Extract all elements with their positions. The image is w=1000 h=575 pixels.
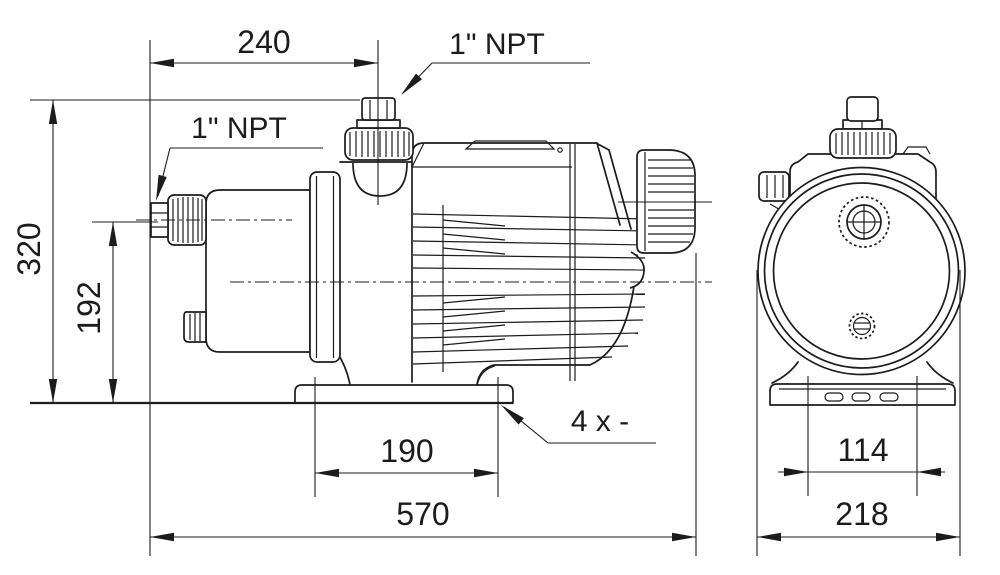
dim-218: 218 (756, 270, 961, 556)
arrowhead (156, 174, 167, 201)
arrowhead (672, 532, 696, 542)
arrowhead (108, 222, 118, 246)
arrowhead (401, 73, 422, 95)
top-port-union-nut (344, 127, 414, 161)
arrowhead (501, 405, 524, 425)
label-mounting-holes: 4 x - (501, 405, 656, 444)
base-foot (294, 384, 514, 404)
label-inlet-port-npt: 1" NPT (156, 112, 323, 201)
arrowhead (474, 468, 498, 478)
arrowhead (354, 58, 378, 68)
foot-slot (879, 392, 899, 402)
side-knob (758, 171, 790, 202)
priming-cap (838, 196, 890, 248)
clamp-ring (309, 171, 341, 363)
arrowhead (917, 467, 941, 477)
top-port-nut-knurls (349, 131, 410, 157)
dim-114: 114 (778, 376, 945, 496)
arrowhead (784, 467, 808, 477)
top-port (339, 97, 414, 197)
arrowhead (48, 100, 58, 124)
front-union-nut (829, 128, 897, 159)
mounting-holes-label: 4 x - (571, 405, 629, 438)
arrowhead (150, 58, 174, 68)
pump-housing (183, 189, 311, 353)
top-port-label: 1" NPT (449, 28, 545, 61)
motor-fins (412, 205, 649, 372)
front-foot (769, 361, 956, 406)
dim-192-value: 192 (71, 281, 107, 334)
label-top-port-npt: 1" NPT (401, 28, 590, 95)
base-pedestal (336, 351, 495, 386)
drain-screw (848, 312, 876, 340)
dim-320-value: 320 (11, 222, 47, 275)
dim-240: 240 (149, 24, 379, 556)
foot-slot (851, 392, 871, 402)
front-plug (846, 96, 879, 122)
dim-190: 190 (314, 377, 499, 497)
dim-570: 570 (150, 253, 697, 556)
front-nut-knurls (835, 132, 891, 155)
side-view (30, 97, 712, 405)
handle-recess (464, 140, 556, 150)
inlet-port-label: 1" NPT (191, 112, 287, 145)
top-port-dome (352, 162, 408, 197)
dim-240-value: 240 (237, 24, 290, 60)
arrowhead (757, 532, 781, 542)
dim-570-value: 570 (396, 496, 449, 532)
front-circle (757, 166, 966, 376)
arrowhead (315, 468, 339, 478)
front-top-port (829, 96, 897, 159)
arrowhead (150, 532, 174, 542)
dim-320: 320 (11, 99, 360, 403)
foot-slot (824, 392, 844, 402)
dim-192: 192 (71, 221, 158, 403)
dim-114-value: 114 (837, 432, 888, 468)
arrowhead (936, 532, 960, 542)
dim-218-value: 218 (835, 496, 888, 532)
front-view (757, 96, 966, 406)
arrowhead (108, 379, 118, 403)
arrowhead (48, 379, 58, 403)
dim-190-value: 190 (380, 433, 433, 469)
